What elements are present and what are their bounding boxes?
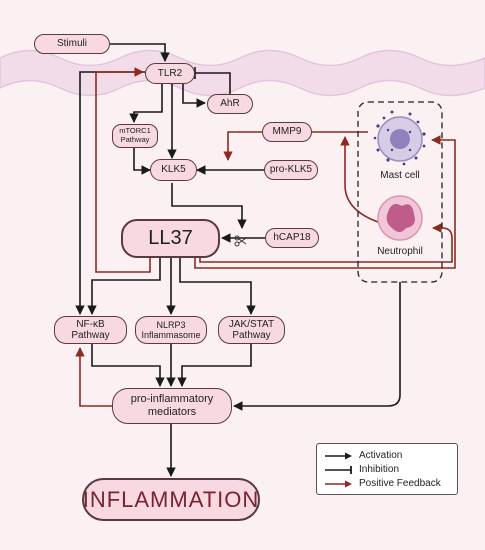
- klk5-node: KLK5: [150, 159, 197, 181]
- neutrophil-label: Neutrophil: [377, 246, 423, 257]
- ahr-node: AhR: [207, 94, 253, 114]
- neutrophil-illustration: [377, 195, 423, 241]
- arrow-mtorc1-klk5: [133, 148, 151, 175]
- legend-activation: Activation: [317, 449, 459, 463]
- stimuli-node: Stimuli: [34, 34, 110, 54]
- tlr2-node: TLR2: [145, 63, 195, 84]
- legend: Activation Inhibition Positive Feedback: [316, 443, 458, 495]
- inhibition-bar-icon: [325, 466, 352, 474]
- feedback-mmp9-klk5: [223, 131, 262, 161]
- legend-positive-feedback-label: Positive Feedback: [359, 478, 441, 489]
- legend-activation-label: Activation: [359, 450, 403, 461]
- jakstat-node: JAK/STAT Pathway: [218, 316, 285, 344]
- nlrp3-node: NLRP3 Inflammasome: [135, 316, 207, 344]
- mast-cell-label: Mast cell: [380, 170, 420, 181]
- mmp9-node: MMP9: [262, 122, 312, 142]
- feedback-ll37-tlr2: [95, 67, 151, 273]
- cell-membrane: [0, 49, 485, 97]
- hcap18-node: hCAP18: [265, 228, 319, 248]
- arrow-klk5-hcap18: [171, 183, 247, 229]
- legend-positive-feedback: Positive Feedback: [317, 477, 459, 491]
- ll37-node: LL37: [121, 219, 220, 258]
- legend-inhibition: Inhibition: [317, 463, 459, 477]
- arrow-tlr2-nfkb: [75, 71, 145, 315]
- nfkb-node: NF-κB Pathway: [54, 316, 127, 344]
- feedback-mediators-nfkb: [75, 347, 112, 407]
- arrow-ll37-jakstat: [179, 258, 256, 315]
- arrow-cells-mediators: [233, 282, 401, 411]
- legend-inhibition-label: Inhibition: [359, 464, 400, 475]
- pro-klk5-node: pro-KLK5: [264, 160, 318, 180]
- inflammation-node: INFLAMMATION: [82, 478, 260, 521]
- immune-cells-box: [357, 101, 443, 283]
- pro-inflammatory-mediators-node: pro-inflammatory mediators: [112, 388, 232, 424]
- mast-cell-illustration: [373, 110, 426, 166]
- arrow-stimuli-tlr2: [110, 43, 170, 62]
- arrow-tlr2-ahr: [182, 84, 206, 108]
- arrow-nfkb-mediators: [91, 344, 165, 387]
- feedback-ll37-neutrophil: [199, 223, 453, 263]
- scissors-icon: [234, 235, 247, 247]
- arrow-tlr2-mtorc1: [129, 84, 163, 123]
- feedback-neutrophil-mmp9: [340, 136, 379, 223]
- arrow-ll37-nfkb: [87, 258, 161, 315]
- feedback-ll37-mastcell: [194, 135, 456, 269]
- arrow-jakstat-mediators: [177, 344, 252, 387]
- inhibition-ahr-tlr2: [195, 72, 231, 94]
- feedback-arrow-icon: [325, 480, 352, 488]
- activation-arrow-icon: [325, 452, 352, 460]
- mtorc1-node: mTORC1 Pathway: [112, 124, 158, 148]
